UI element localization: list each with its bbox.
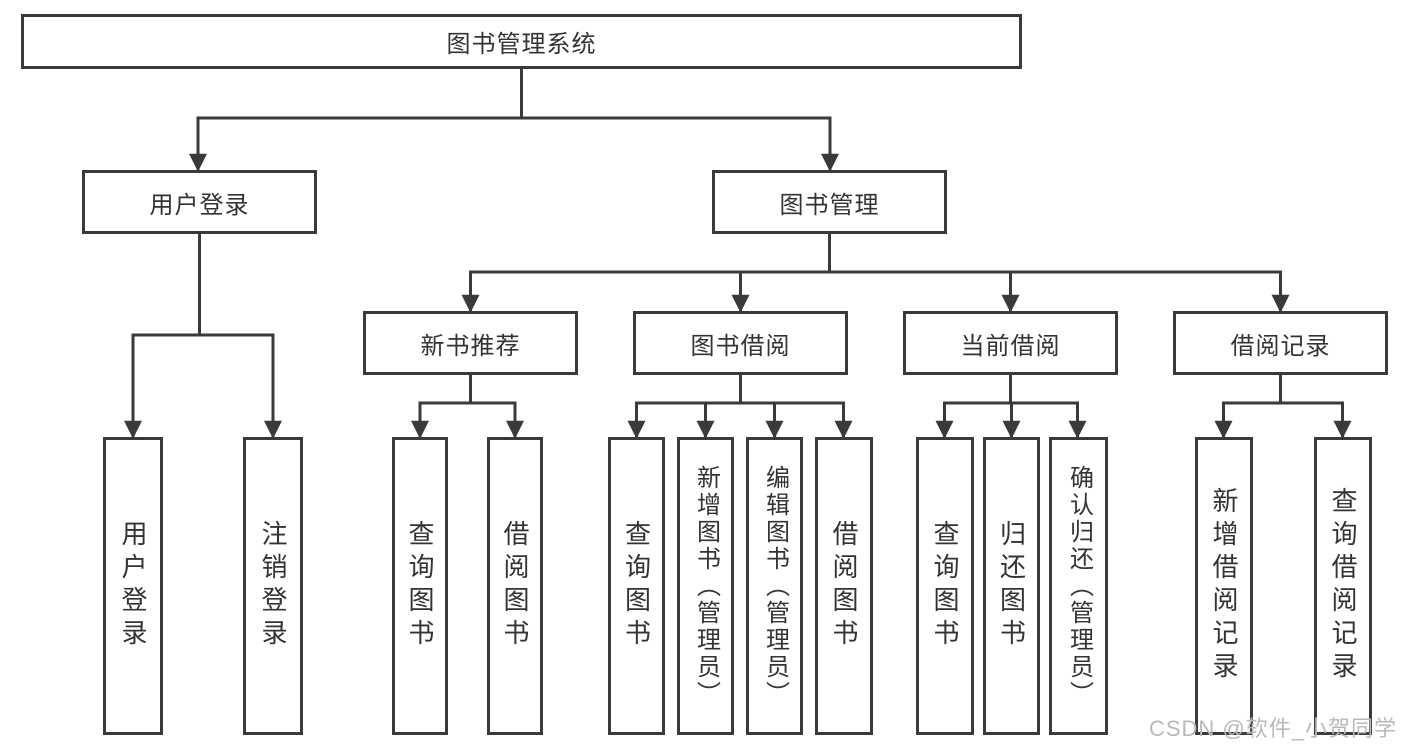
leaf-query-books-3: 查询图书: [916, 437, 974, 735]
node-borrow-records-label: 借阅记录: [1230, 332, 1331, 360]
leaf-return-books: 归还图书: [983, 437, 1040, 735]
leaf-edit-books-admin-label: 编辑图书（管理员）: [761, 464, 789, 708]
leaf-confirm-return-admin-label: 确认归还（管理员）: [1065, 464, 1093, 708]
leaf-query-books-3-label: 查询图书: [930, 520, 960, 652]
leaf-borrow-books-1-label: 借阅图书: [500, 520, 530, 652]
node-book-management: 图书管理: [712, 170, 947, 234]
leaf-borrow-books-2-label: 借阅图书: [829, 520, 859, 652]
node-book-borrow: 图书借阅: [633, 311, 848, 375]
leaf-logout-label: 注销登录: [258, 520, 288, 652]
leaf-query-borrow-record: 查询借阅记录: [1314, 437, 1372, 735]
leaf-add-books-admin-label: 新增图书（管理员）: [692, 464, 720, 708]
leaf-user-login-label: 用户登录: [118, 520, 148, 652]
node-root-label: 图书管理系统: [446, 31, 597, 58]
leaf-user-login: 用户登录: [103, 437, 163, 735]
leaf-logout: 注销登录: [243, 437, 303, 735]
leaf-add-books-admin: 新增图书（管理员）: [677, 437, 734, 735]
node-borrow-records: 借阅记录: [1173, 311, 1388, 375]
leaf-confirm-return-admin: 确认归还（管理员）: [1049, 437, 1108, 735]
node-current-borrow: 当前借阅: [903, 311, 1118, 375]
node-new-book-recommend: 新书推荐: [363, 311, 578, 375]
node-user-login-label: 用户登录: [149, 191, 250, 219]
node-new-book-recommend-label: 新书推荐: [420, 332, 521, 360]
node-user-login: 用户登录: [82, 170, 317, 234]
leaf-query-books-1-label: 查询图书: [405, 520, 435, 652]
leaf-borrow-books-2: 借阅图书: [815, 437, 873, 735]
node-book-borrow-label: 图书借阅: [690, 332, 791, 360]
watermark: CSDN @软件_小贺同学: [1148, 716, 1397, 741]
leaf-return-books-label: 归还图书: [996, 520, 1027, 652]
node-book-management-label: 图书管理: [779, 191, 880, 219]
node-current-borrow-label: 当前借阅: [960, 332, 1061, 360]
leaf-add-borrow-record: 新增借阅记录: [1195, 437, 1253, 735]
leaf-query-books-1: 查询图书: [392, 437, 448, 735]
leaf-query-books-2-label: 查询图书: [621, 520, 652, 652]
leaf-borrow-books-1: 借阅图书: [487, 437, 543, 735]
leaf-edit-books-admin: 编辑图书（管理员）: [746, 437, 803, 735]
leaf-add-borrow-record-label: 新增借阅记录: [1209, 487, 1239, 685]
leaf-query-books-2: 查询图书: [608, 437, 665, 735]
leaf-query-borrow-record-label: 查询借阅记录: [1328, 487, 1358, 685]
node-root: 图书管理系统: [21, 14, 1022, 69]
